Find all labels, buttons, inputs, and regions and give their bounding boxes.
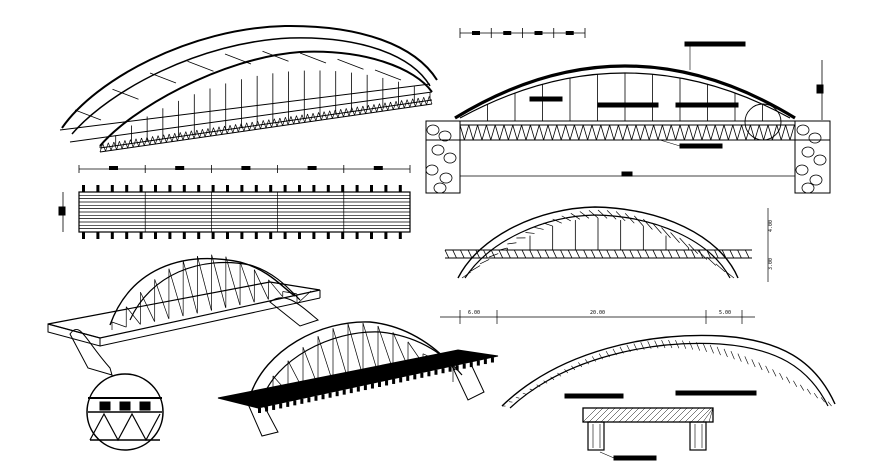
isometric-dark-deck-view bbox=[217, 321, 499, 437]
deck-cross-section-view bbox=[564, 390, 757, 461]
isometric-arch-bridge-view bbox=[59, 24, 438, 153]
isometric-deck-bridge-view bbox=[47, 254, 321, 376]
truss-arch-elevation-view bbox=[440, 206, 769, 324]
dimension-truss-arch-rise: 4.00 bbox=[768, 220, 774, 232]
dimension-truss-right-span: 5.00 bbox=[719, 310, 731, 316]
dimension-truss-left-span: 6.00 bbox=[468, 310, 480, 316]
truss-detail-callout bbox=[86, 373, 164, 451]
dimension-truss-deck-depth: 3.00 bbox=[768, 258, 774, 270]
arch-rib-segment-view bbox=[501, 334, 836, 409]
deck-plan-view bbox=[58, 165, 411, 239]
arch-elevation-view bbox=[425, 28, 831, 194]
dimension-truss-main-span: 20.00 bbox=[590, 310, 605, 316]
